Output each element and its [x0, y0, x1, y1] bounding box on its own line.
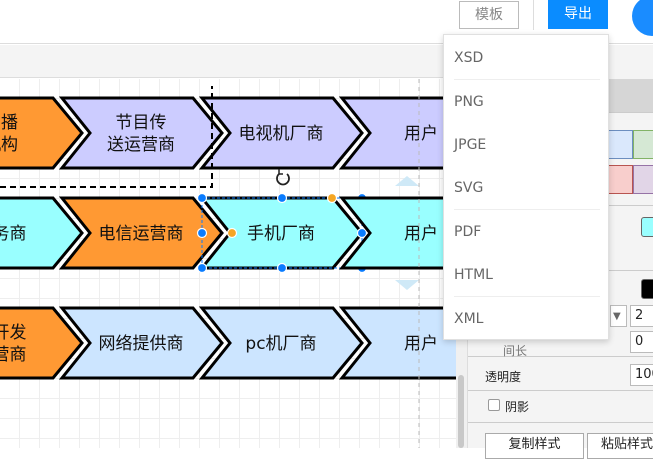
shadow-label: 阴影: [505, 400, 530, 414]
arrow-up-icon[interactable]: [395, 176, 419, 186]
copy-style-button[interactable]: 复制样式: [485, 433, 584, 459]
chevron-label: 手机厂商: [247, 224, 315, 244]
process-chevron[interactable]: 手机厂商: [198, 196, 364, 270]
process-chevron[interactable]: 品开发运营商: [0, 306, 84, 380]
paste-style-button[interactable]: 粘贴样式: [587, 433, 653, 459]
diagram[interactable]: 目播机构节目传送运营商电视机厂商用户服务商电信运营商手机厂商用户品开发运营商网络…: [0, 79, 504, 448]
resize-handle[interactable]: [196, 227, 208, 239]
menu-item-svg[interactable]: SVG: [454, 180, 484, 196]
resize-handle[interactable]: [276, 192, 288, 204]
chevron-shape[interactable]: [198, 96, 364, 170]
group-selection-outline: [0, 86, 213, 188]
avatar[interactable]: [632, 0, 653, 36]
style-swatch-red[interactable]: [605, 165, 633, 194]
resize-handle[interactable]: [276, 262, 288, 274]
chevron-label: 节目传送运营商: [107, 113, 175, 155]
chevron-shape[interactable]: [58, 306, 224, 380]
top-bar: 模板 导出: [0, 0, 653, 44]
rotate-handle-icon[interactable]: [276, 169, 290, 186]
chevron-label: 网络提供商: [99, 334, 184, 354]
menu-item-xml[interactable]: XML: [454, 311, 484, 327]
chevron-label: 用户: [404, 334, 438, 354]
divider: [533, 0, 534, 30]
style-swatch-purple[interactable]: [633, 165, 653, 194]
chevron-shape[interactable]: [0, 96, 84, 170]
chevron-label: pc机厂商: [245, 334, 316, 354]
menu-item-pdf[interactable]: PDF: [454, 224, 482, 240]
toolbar: [0, 45, 467, 78]
process-chevron[interactable]: 目播机构: [0, 96, 84, 170]
shadow-checkbox[interactable]: [488, 399, 500, 411]
chevron-shape[interactable]: [198, 306, 364, 380]
diagram-canvas[interactable]: 目播机构节目传送运营商电视机厂商用户服务商电信运营商手机厂商用户品开发运营商网络…: [0, 79, 504, 448]
process-chevron[interactable]: 网络提供商: [58, 306, 224, 380]
process-chevron[interactable]: 服务商: [0, 196, 84, 270]
chevron-label: 用户: [404, 224, 438, 244]
export-button[interactable]: 导出: [548, 0, 608, 29]
chevron-label: 电信运营商: [99, 224, 184, 244]
chevron-label: 用户: [404, 124, 438, 144]
chevron-down-icon: ▼: [613, 311, 621, 322]
style-swatch-green[interactable]: [633, 130, 653, 159]
line-color-picker[interactable]: [641, 279, 653, 299]
scrollbar-thumb[interactable]: [458, 375, 464, 448]
arrow-down-icon[interactable]: [395, 280, 419, 290]
line-style-select[interactable]: ▼: [610, 305, 627, 327]
process-chevron[interactable]: 节目传送运营商: [58, 96, 224, 170]
export-menu: XSD PNG JPGE SVG PDF HTML XML: [443, 34, 609, 340]
menu-divider: [454, 209, 600, 210]
opacity-input[interactable]: 100: [630, 364, 653, 386]
spacing-input[interactable]: 0: [630, 331, 653, 353]
process-chevron[interactable]: 电信运营商: [58, 196, 224, 270]
chevron-label: 品开发运营商: [0, 323, 27, 365]
menu-item-png[interactable]: PNG: [454, 94, 484, 110]
template-button[interactable]: 模板: [459, 1, 519, 29]
chevron-label: 电视机厂商: [239, 124, 324, 144]
resize-handle[interactable]: [196, 192, 208, 204]
process-chevron[interactable]: 电视机厂商: [198, 96, 364, 170]
process-chevron[interactable]: pc机厂商: [198, 306, 364, 380]
chevron-label: 服务商: [0, 224, 27, 244]
divider: [468, 356, 653, 357]
connection-point[interactable]: [326, 192, 338, 204]
chevron-shape[interactable]: [0, 306, 84, 380]
resize-handle[interactable]: [356, 227, 368, 239]
connection-point[interactable]: [226, 227, 238, 239]
menu-divider: [454, 79, 600, 80]
menu-item-xsd[interactable]: XSD: [454, 50, 484, 66]
chevron-shape[interactable]: [58, 196, 224, 270]
fill-color-picker[interactable]: [641, 217, 653, 237]
line-width-input[interactable]: 2: [630, 305, 653, 327]
divider: [468, 390, 653, 391]
chevron-shape[interactable]: [58, 96, 224, 170]
divider: [468, 422, 653, 423]
menu-item-jpge[interactable]: JPGE: [454, 137, 487, 153]
menu-divider: [454, 296, 600, 297]
chevron-shape[interactable]: [0, 196, 84, 270]
menu-item-html[interactable]: HTML: [454, 267, 493, 283]
spacing-label: 间长: [503, 344, 528, 358]
opacity-label: 透明度: [485, 370, 522, 384]
resize-handle[interactable]: [196, 262, 208, 274]
chevron-label: 目播机构: [0, 113, 18, 155]
